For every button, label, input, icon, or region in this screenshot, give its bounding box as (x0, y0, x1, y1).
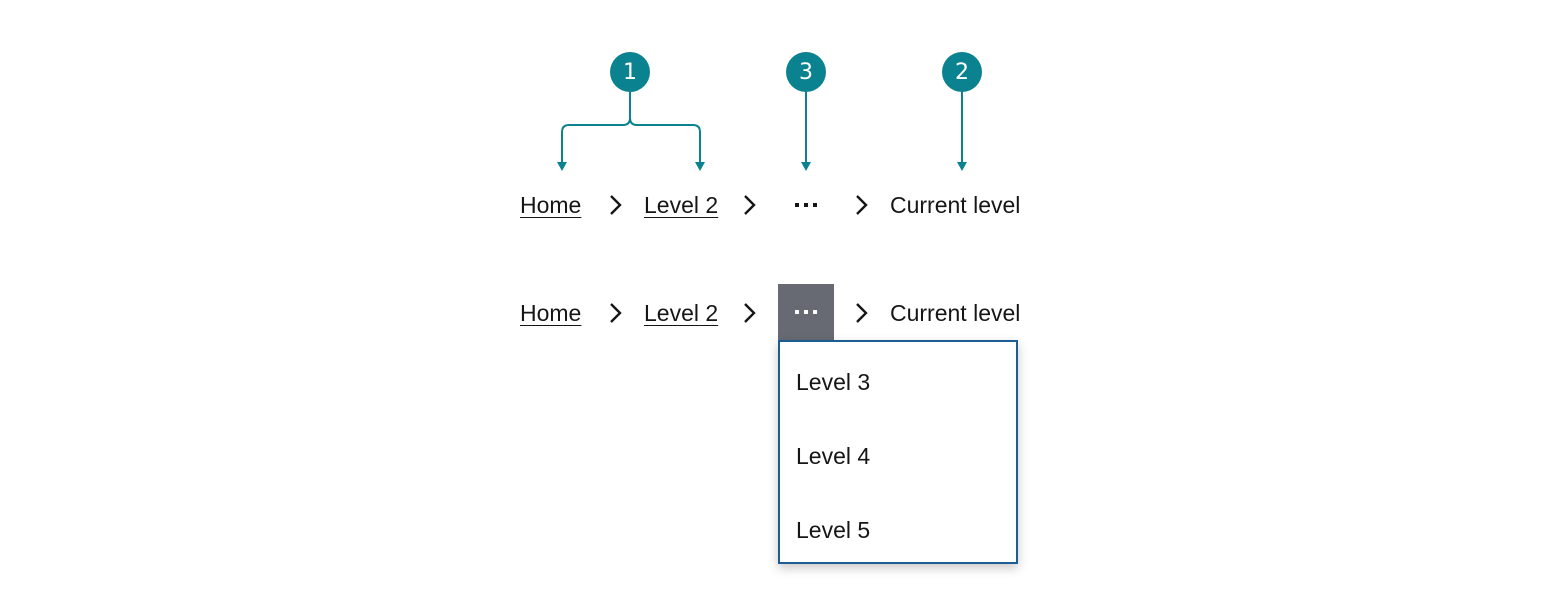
chevron-right-icon (606, 293, 626, 333)
breadcrumb-link-home[interactable]: Home (520, 192, 582, 218)
callout-1-connector (561, 92, 631, 163)
chevron-right-icon (852, 293, 872, 333)
callout-1-connector-right (629, 117, 701, 163)
chevron-right-icon (740, 185, 760, 225)
ellipsis-icon (795, 203, 817, 207)
arrowhead (695, 162, 705, 171)
chevron-right-icon (606, 185, 626, 225)
menu-item-level-3[interactable]: Level 3 (796, 369, 871, 395)
breadcrumb-link-level-2[interactable]: Level 2 (644, 300, 719, 326)
overflow-dropdown-menu: Level 3 Level 4 Level 5 (778, 340, 1018, 564)
breadcrumb-current-level: Current level (890, 300, 1021, 326)
chevron-right-icon (740, 293, 760, 333)
breadcrumb-link-level-2[interactable]: Level 2 (644, 192, 719, 218)
arrowhead (801, 162, 811, 171)
callout-badge-1: 1 (610, 52, 650, 92)
ellipsis-icon (795, 310, 817, 314)
menu-item-level-4[interactable]: Level 4 (796, 443, 871, 469)
breadcrumb-collapsed: Home Level 2 Current level (0, 185, 1560, 225)
callout-badge-2: 2 (942, 52, 982, 92)
arrowhead (957, 162, 967, 171)
callout-badge-3: 3 (786, 52, 826, 92)
breadcrumb-link-home[interactable]: Home (520, 300, 582, 326)
overflow-menu-button-active[interactable] (778, 284, 834, 340)
menu-item-level-5[interactable]: Level 5 (796, 517, 871, 543)
chevron-right-icon (852, 185, 872, 225)
arrowhead (557, 162, 567, 171)
breadcrumb-expanded: Home Level 2 Current level (0, 284, 1560, 340)
breadcrumb-current-level: Current level (890, 192, 1021, 218)
overflow-menu-button[interactable] (778, 185, 834, 225)
